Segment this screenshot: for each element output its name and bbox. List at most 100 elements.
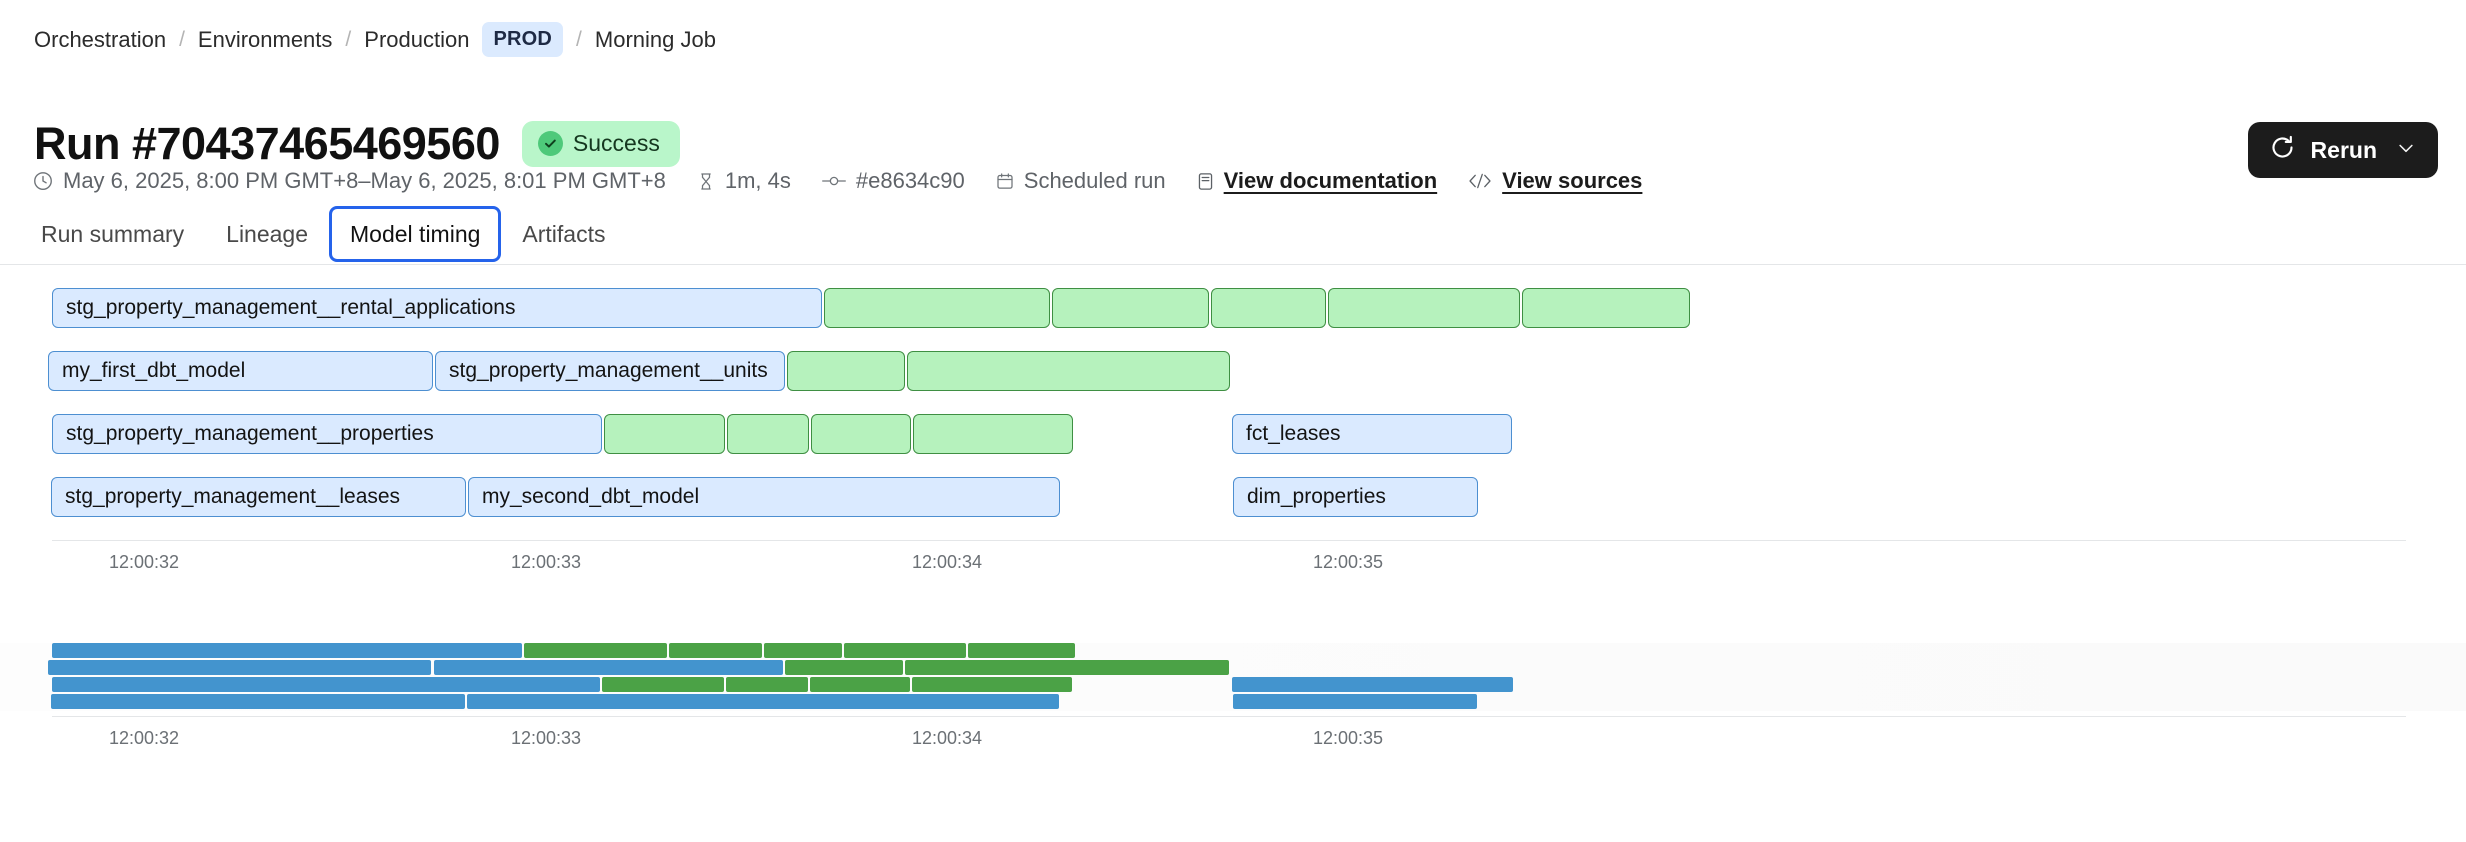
meta-trigger: Scheduled run (995, 168, 1166, 194)
axis-tick-label: 12:00:34 (911, 552, 983, 572)
meta-documentation[interactable]: View documentation (1196, 168, 1438, 194)
page-title: Run #70437465469560 (34, 118, 500, 170)
gantt-bar-test[interactable] (824, 288, 1050, 328)
breadcrumb-item-current[interactable]: Morning Job (594, 26, 716, 52)
gantt-row: stg_property_management__rental_applicat… (0, 288, 2466, 328)
minimap-bar[interactable] (524, 643, 667, 658)
minimap-bar[interactable] (434, 660, 783, 675)
clock-icon (32, 170, 54, 192)
gantt-bar-test[interactable] (913, 414, 1073, 454)
tab-bar-divider (0, 264, 2466, 265)
gantt-bar-stg_property_management__units[interactable]: stg_property_management__units (435, 351, 785, 391)
status-badge: Success (521, 121, 680, 168)
axis-line (52, 540, 2406, 541)
code-icon (1467, 171, 1493, 191)
minimap-bar[interactable] (52, 677, 600, 692)
axis-line (52, 716, 2406, 717)
breadcrumb-separator: / (179, 27, 185, 51)
meta-duration: 1m, 4s (696, 168, 791, 194)
tab-lineage[interactable]: Lineage (226, 221, 309, 247)
breadcrumb-item-orchestration[interactable]: Orchestration (34, 26, 167, 52)
minimap-bar[interactable] (912, 677, 1072, 692)
gantt-bar-test[interactable] (1052, 288, 1209, 328)
minimap-row (0, 643, 2466, 658)
gantt-bar-test[interactable] (811, 414, 911, 454)
axis-tick-label: 12:00:35 (1312, 728, 1384, 748)
gantt-bar-my_first_dbt_model[interactable]: my_first_dbt_model (48, 351, 433, 391)
gantt-row: stg_property_management__properties fct_l… (0, 414, 2466, 454)
meta-commit-label: #e8634c90 (855, 168, 965, 193)
gantt-bar-fct_leases[interactable]: fct_leases (1232, 414, 1512, 454)
tab-model-timing[interactable]: Model timing (329, 206, 502, 262)
meta-timerange: May 6, 2025, 8:00 PM GMT+8–May 6, 2025, … (32, 168, 666, 194)
minimap-bar[interactable] (467, 694, 1059, 709)
minimap-bar[interactable] (764, 643, 842, 658)
axis-tick-label: 12:00:33 (510, 728, 582, 748)
meta-sources[interactable]: View sources (1467, 168, 1642, 194)
minimap-bar[interactable] (1233, 694, 1477, 709)
gantt-time-axis: 12:00:32 12:00:33 12:00:34 12:00:35 (0, 540, 2466, 574)
axis-tick-label: 12:00:35 (1312, 552, 1384, 572)
minimap-bar[interactable] (810, 677, 910, 692)
breadcrumb: Orchestration / Environments / Productio… (34, 22, 716, 57)
minimap-bar[interactable] (905, 660, 1229, 675)
meta-timerange-label: May 6, 2025, 8:00 PM GMT+8–May 6, 2025, … (63, 168, 666, 193)
gantt-bar-dim_properties[interactable]: dim_properties (1233, 477, 1478, 517)
meta-duration-label: 1m, 4s (724, 168, 791, 193)
gantt-bar-test[interactable] (907, 351, 1230, 391)
minimap-bar[interactable] (48, 660, 431, 675)
minimap-bar[interactable] (52, 643, 522, 658)
gantt-minimap[interactable] (0, 643, 2466, 711)
breadcrumb-item-environments[interactable]: Environments (197, 26, 333, 52)
rerun-button[interactable]: Rerun (2247, 122, 2438, 178)
breadcrumb-separator: / (345, 27, 352, 51)
gantt-bar-test[interactable] (604, 414, 725, 454)
minimap-bar[interactable] (51, 694, 465, 709)
minimap-row (0, 694, 2466, 709)
minimap-bar[interactable] (785, 660, 903, 675)
status-label: Success (572, 130, 660, 157)
calendar-icon (995, 171, 1015, 192)
axis-tick-label: 12:00:32 (108, 552, 180, 572)
view-documentation-link[interactable]: View documentation (1223, 168, 1438, 193)
title-row: Run #70437465469560 Success (34, 88, 680, 200)
environment-tag-prod: PROD (482, 22, 564, 57)
gantt-bar-my_second_dbt_model[interactable]: my_second_dbt_model (468, 477, 1060, 517)
minimap-bar[interactable] (669, 643, 762, 658)
axis-tick-label: 12:00:32 (108, 728, 180, 748)
book-icon (1196, 171, 1215, 192)
view-sources-link[interactable]: View sources (1502, 168, 1643, 193)
minimap-bar[interactable] (602, 677, 724, 692)
meta-trigger-label: Scheduled run (1023, 168, 1166, 193)
tab-artifacts[interactable]: Artifacts (522, 221, 606, 247)
model-timing-gantt: stg_property_management__rental_applicat… (0, 288, 2466, 574)
commit-icon (821, 171, 847, 191)
gantt-bar-test[interactable] (1211, 288, 1326, 328)
gantt-bar-stg_property_management__leases[interactable]: stg_property_management__leases (51, 477, 466, 517)
refresh-icon (2269, 134, 2296, 167)
gantt-bar-test[interactable] (1522, 288, 1690, 328)
minimap-bar[interactable] (1232, 677, 1513, 692)
minimap-row (0, 677, 2466, 692)
gantt-bar-stg_property_management__rental_applications[interactable]: stg_property_management__rental_applicat… (52, 288, 822, 328)
breadcrumb-item-production[interactable]: Production (364, 26, 470, 52)
minimap-bar[interactable] (844, 643, 966, 658)
hourglass-icon (696, 171, 716, 192)
gantt-bar-stg_property_management__properties[interactable]: stg_property_management__properties (52, 414, 602, 454)
axis-tick-label: 12:00:33 (510, 552, 582, 572)
chevron-down-icon[interactable] (2396, 137, 2416, 164)
minimap-row (0, 660, 2466, 675)
minimap-bar[interactable] (726, 677, 808, 692)
meta-commit: #e8634c90 (821, 168, 965, 194)
tab-run-summary[interactable]: Run summary (41, 221, 185, 247)
gantt-bar-test[interactable] (787, 351, 905, 391)
rerun-label: Rerun (2310, 136, 2377, 163)
tab-bar: Run summary Lineage Model timing Artifac… (20, 206, 626, 262)
gantt-bar-test[interactable] (727, 414, 809, 454)
minimap-bar[interactable] (968, 643, 1075, 658)
gantt-bar-test[interactable] (1328, 288, 1520, 328)
check-circle-icon (537, 131, 563, 157)
